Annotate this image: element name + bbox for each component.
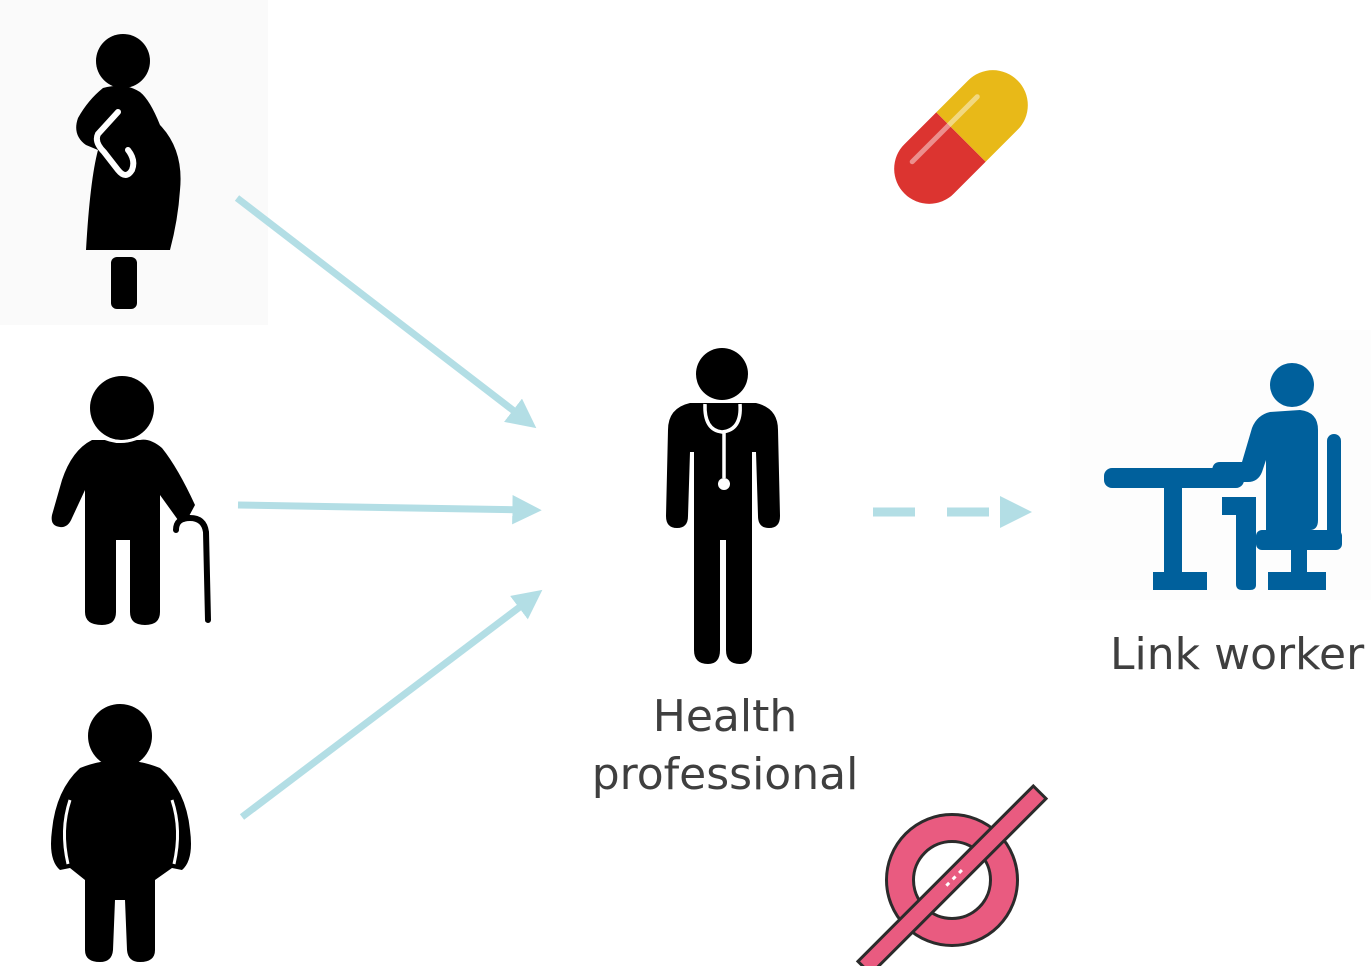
dashed-arrow-to-link-worker xyxy=(873,496,1032,528)
health-professional-label-line1: Health xyxy=(652,691,798,742)
health-professional-label: Health professional xyxy=(560,688,890,804)
obese-person-icon xyxy=(51,704,191,962)
elderly-person-with-cane-icon xyxy=(51,376,211,625)
arrow-from-elderly-person xyxy=(237,495,542,525)
pregnant-woman-icon xyxy=(0,0,268,325)
arrow-from-obese-person xyxy=(239,589,543,820)
arrow-from-pregnant-woman xyxy=(234,195,537,429)
doctor-with-stethoscope-icon xyxy=(666,348,780,664)
person-at-desk-icon xyxy=(1070,330,1371,600)
no-symbol-icon xyxy=(855,783,1049,966)
health-professional-label-line2: professional xyxy=(591,749,859,800)
pill-capsule-icon xyxy=(879,55,1043,219)
link-worker-label: Link worker xyxy=(1110,629,1365,680)
